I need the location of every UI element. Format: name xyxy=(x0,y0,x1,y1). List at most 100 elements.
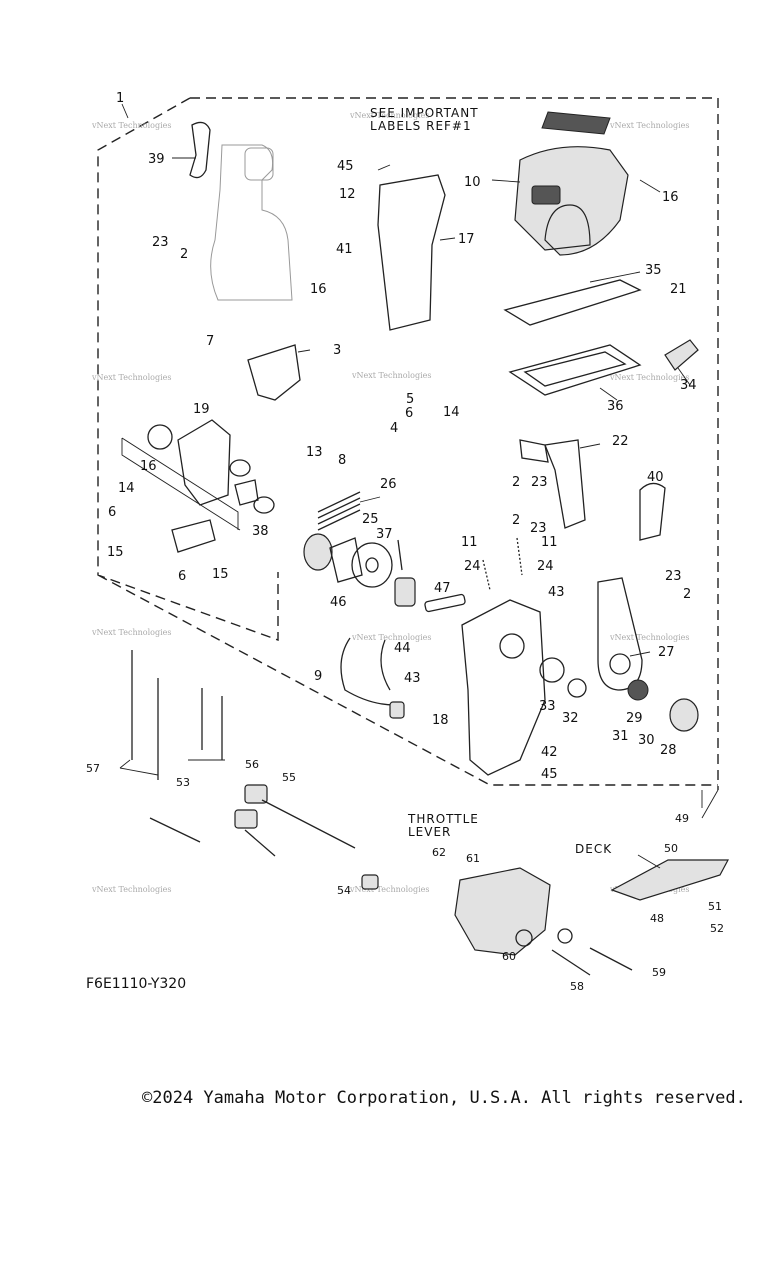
harness-connector xyxy=(389,701,405,719)
spring-11-left xyxy=(482,559,491,591)
exploded-plane-left xyxy=(121,437,241,531)
callout-58: 58 xyxy=(570,980,584,993)
figure-code: F6E1110-Y320 xyxy=(86,976,187,992)
gear-47 xyxy=(394,577,416,607)
callout-29: 29 xyxy=(626,711,643,726)
callout-16b: 16 xyxy=(662,190,679,205)
svg-text:vNext Technologies: vNext Technologies xyxy=(91,373,171,382)
callout-27: 27 xyxy=(658,645,675,660)
lever-link-left xyxy=(171,519,216,553)
callout-62: 62 xyxy=(432,846,446,859)
callout-61: 61 xyxy=(466,852,480,865)
callout-34: 34 xyxy=(680,378,697,393)
cable-rod-lower xyxy=(244,829,276,857)
callout-31: 31 xyxy=(612,729,629,744)
svg-text:vNext Technologies: vNext Technologies xyxy=(349,111,429,120)
callout-57: 57 xyxy=(86,762,100,775)
disc-19 xyxy=(147,424,173,450)
callout-39: 39 xyxy=(148,152,165,167)
callout-44: 44 xyxy=(394,641,411,656)
cable-ends-53 xyxy=(201,688,223,760)
callout-16a: 16 xyxy=(310,282,327,297)
callout-5: 5 xyxy=(406,392,414,407)
callout-11b: 11 xyxy=(541,535,558,550)
part-38 xyxy=(253,496,275,514)
callout-6b: 6 xyxy=(108,505,116,520)
gasket-36 xyxy=(508,344,642,396)
pin-left xyxy=(149,817,201,843)
callout-47: 47 xyxy=(434,581,451,596)
callout-28: 28 xyxy=(660,743,677,758)
svg-text:vNext Technologies: vNext Technologies xyxy=(91,628,171,637)
bracket-3 xyxy=(247,344,301,401)
callout-40: 40 xyxy=(647,470,664,485)
callout-53: 53 xyxy=(176,776,190,789)
washer-60b xyxy=(557,928,573,944)
part-54 xyxy=(361,874,379,890)
bolt-58 xyxy=(551,949,591,976)
cover-switch-slots xyxy=(531,185,561,205)
shaft-47 xyxy=(424,593,466,613)
callout-15a: 15 xyxy=(107,545,124,560)
see-important-note-line2: LABELS REF#1 xyxy=(370,119,472,133)
callout-14b: 14 xyxy=(118,481,135,496)
pin xyxy=(397,539,403,571)
lever-guide-22 xyxy=(519,439,549,463)
callout-43b: 43 xyxy=(404,671,421,686)
callout-48: 48 xyxy=(650,912,664,925)
see-important-note-line1: SEE IMPORTANT xyxy=(370,106,479,120)
callout-60: 60 xyxy=(502,950,516,963)
svg-text:vNext Technologies: vNext Technologies xyxy=(609,633,689,642)
callout-26: 26 xyxy=(380,477,397,492)
svg-text:vNext Technologies: vNext Technologies xyxy=(351,371,431,380)
svg-text:vNext Technologies: vNext Technologies xyxy=(609,121,689,130)
warning-label-sticker xyxy=(541,111,611,135)
spring-11-right xyxy=(516,537,523,576)
callout-11a: 11 xyxy=(461,535,478,550)
throttle-note-line1: THROTTLE xyxy=(407,812,479,826)
ghost-handle-cap xyxy=(244,147,274,181)
ghost-control-outline xyxy=(210,144,293,301)
washer-37-hole xyxy=(365,557,379,573)
callout-8: 8 xyxy=(338,453,346,468)
throttle-lever-housing xyxy=(454,867,551,956)
clevis-56 xyxy=(234,809,258,829)
callout-10: 10 xyxy=(464,175,481,190)
callout-24b: 24 xyxy=(537,559,554,574)
callout-35: 35 xyxy=(645,263,662,278)
callout-24a: 24 xyxy=(464,559,481,574)
callout-18: 18 xyxy=(432,713,449,728)
callout-41: 41 xyxy=(336,242,353,257)
harness-9 xyxy=(340,637,396,706)
deck-note: DECK xyxy=(575,842,612,856)
callout-51: 51 xyxy=(708,900,722,913)
cable-ends-57 xyxy=(131,650,159,780)
callout-2d: 2 xyxy=(683,587,691,602)
svg-text:vNext Technologies: vNext Technologies xyxy=(91,121,171,130)
callout-49: 49 xyxy=(675,812,689,825)
arm-27 xyxy=(597,577,643,691)
callout-13: 13 xyxy=(306,445,323,460)
plate-17 xyxy=(377,174,446,331)
deck-section xyxy=(610,859,729,901)
housing-bore xyxy=(499,633,525,659)
callout-2b: 2 xyxy=(512,475,520,490)
callout-9: 9 xyxy=(314,669,322,684)
callout-19: 19 xyxy=(193,402,210,417)
callout-54: 54 xyxy=(337,884,351,897)
washer-37 xyxy=(351,542,393,588)
callout-46: 46 xyxy=(330,595,347,610)
callout-3: 3 xyxy=(333,343,341,358)
throttle-note-line2: LEVER xyxy=(408,825,451,839)
exploded-parts-diagram: vNext Technologies vNext Technologies vN… xyxy=(86,91,729,993)
callout-6a: 6 xyxy=(405,406,413,421)
leader-lines xyxy=(119,103,719,869)
svg-text:vNext Technologies: vNext Technologies xyxy=(351,633,431,642)
callout-23b: 23 xyxy=(531,475,548,490)
main-housing xyxy=(461,599,546,776)
bushing-left xyxy=(229,459,251,477)
callout-42: 42 xyxy=(541,745,558,760)
callout-33: 33 xyxy=(539,699,556,714)
copyright-notice: ©2024 Yamaha Motor Corporation, U.S.A. A… xyxy=(142,1088,746,1108)
callout-23d: 23 xyxy=(665,569,682,584)
